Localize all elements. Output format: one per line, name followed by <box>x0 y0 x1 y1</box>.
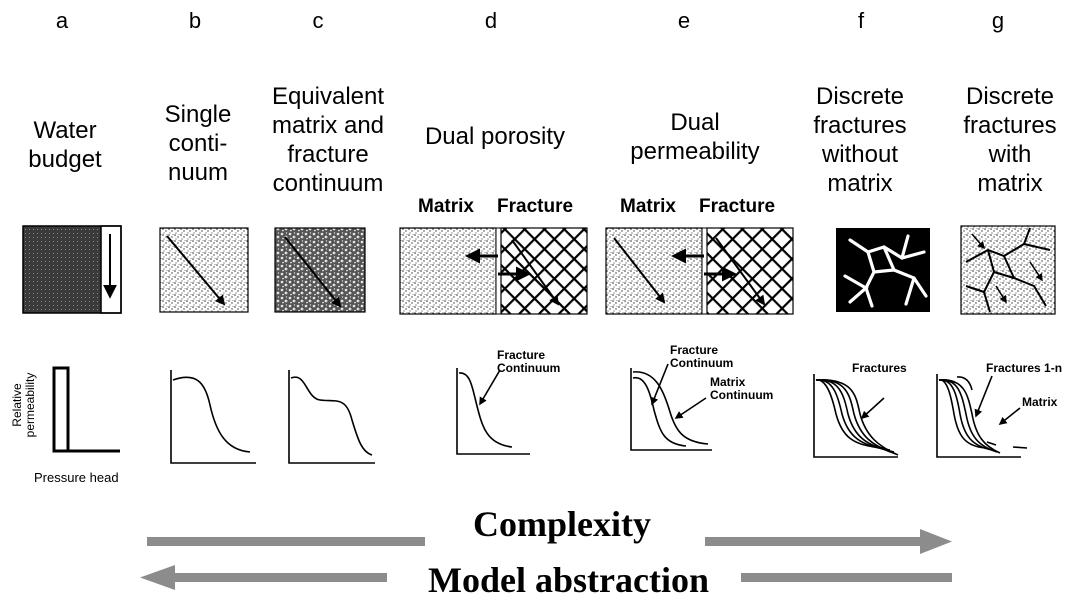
title-dual-porosity: Dual porosity <box>424 123 566 150</box>
dual-permeability-box <box>605 227 794 315</box>
equivalent-continuum-box <box>274 227 366 313</box>
dual-porosity-box <box>399 227 588 315</box>
graph-c <box>288 370 375 464</box>
column-letter-a: a <box>55 8 69 33</box>
label-d-fracture: Fracture <box>497 196 574 217</box>
graph-f <box>813 374 899 458</box>
fractures-with-matrix-box <box>960 225 1056 315</box>
annotation-f-fractures: Fractures <box>852 361 907 375</box>
column-letter-c: c <box>312 8 324 33</box>
x-axis-label: Pressure head <box>34 470 119 485</box>
graph-e <box>630 363 712 451</box>
annotation-g-fractures: Fractures 1-n <box>986 361 1063 375</box>
annotation-g-matrix: Matrix <box>1022 395 1058 409</box>
graph-d <box>456 368 530 455</box>
column-letter-g: g <box>991 8 1005 33</box>
column-letter-f: f <box>857 8 865 33</box>
graph-a <box>52 366 120 453</box>
column-letter-b: b <box>188 8 202 33</box>
label-e-matrix: Matrix <box>620 196 676 217</box>
model-abstraction-label: Model abstraction <box>428 560 709 600</box>
single-continuum-box <box>159 227 249 313</box>
label-e-fracture: Fracture <box>699 196 776 217</box>
complexity-label: Complexity <box>473 504 651 544</box>
graph-g <box>936 374 1028 458</box>
column-letter-d: d <box>484 8 498 33</box>
discrete-fractures-box <box>836 228 930 312</box>
column-letter-e: e <box>677 8 691 33</box>
water-budget-box <box>22 225 122 314</box>
bottom-arrows <box>140 529 952 590</box>
label-d-matrix: Matrix <box>418 196 474 217</box>
graph-b <box>170 370 256 464</box>
